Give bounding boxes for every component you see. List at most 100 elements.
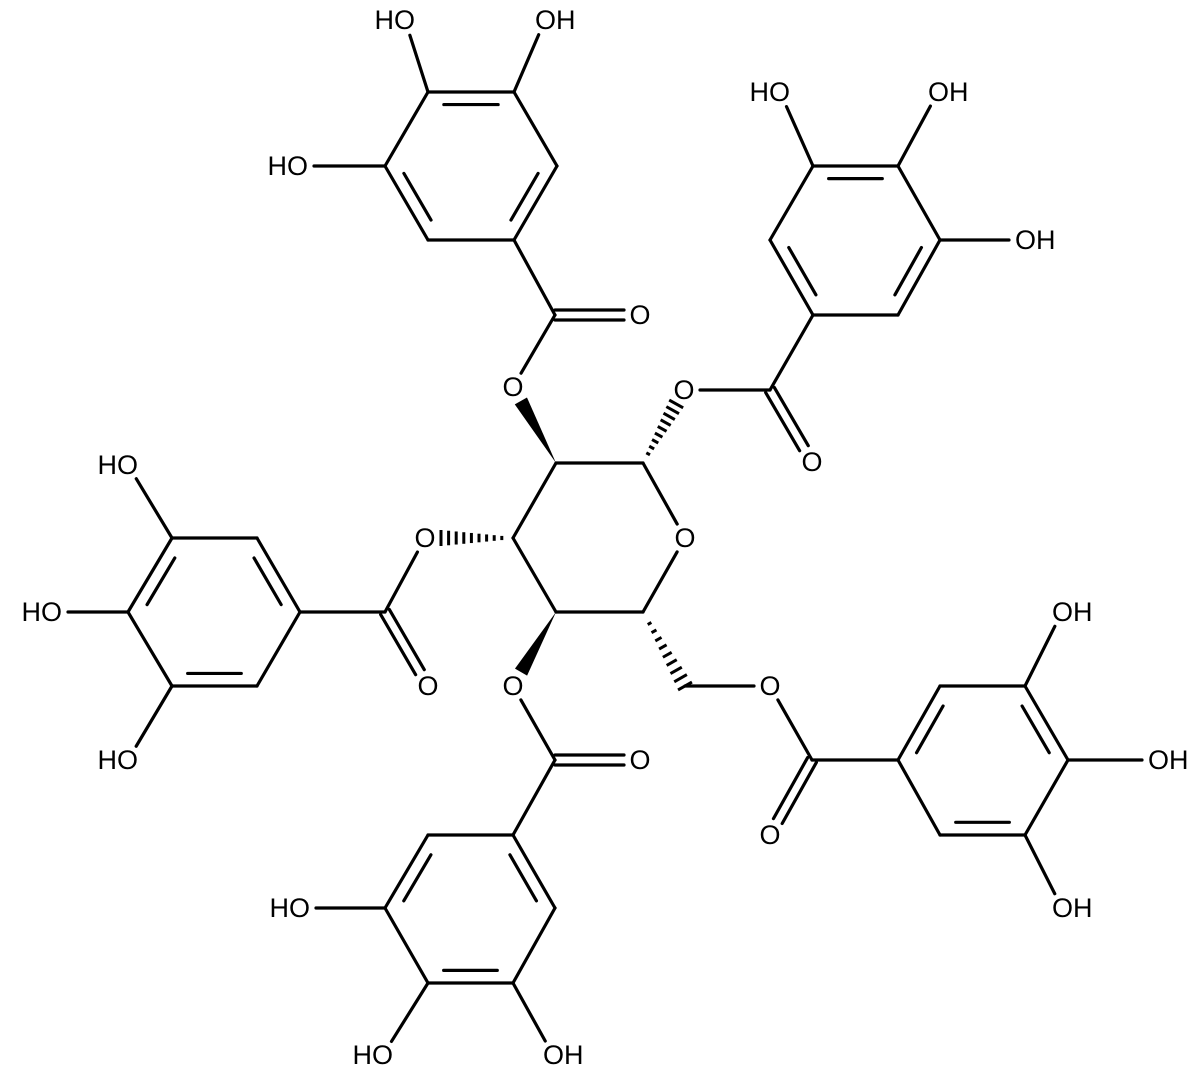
hydroxyl-label: OH: [535, 5, 576, 35]
single-bond: [511, 981, 547, 1043]
single-bond: [511, 758, 557, 837]
hashed-bond: [662, 650, 673, 659]
single-bond: [134, 477, 174, 540]
hashed-bond: [657, 425, 668, 433]
hashed-bond: [659, 418, 672, 427]
carbonyl-double-bond: [772, 385, 810, 448]
ring-bond: [896, 164, 942, 242]
aromatic-double-bond: [252, 556, 283, 607]
hydroxyl-label: OH: [543, 1040, 584, 1070]
ring-bond: [768, 238, 815, 317]
aromatic-double-bond: [787, 245, 818, 297]
hydroxyl-label: HO: [98, 450, 139, 480]
ring-bond: [383, 90, 430, 168]
hashed-bond: [673, 673, 688, 684]
bonds: [66, 33, 1144, 1044]
carbonyl-double-bond: [780, 760, 818, 826]
oxygen-label: O: [801, 447, 822, 477]
oxygen-label: O: [417, 671, 438, 701]
single-bond: [519, 698, 557, 762]
hashed-bond: [648, 444, 655, 451]
ring-bond: [255, 610, 302, 688]
hydroxyl-label: HO: [750, 77, 791, 107]
carbonyl-double-bond: [764, 390, 802, 453]
ring-bond: [126, 610, 174, 688]
oxygen-label: O: [502, 372, 523, 402]
carbonyl-double-bond: [771, 755, 810, 821]
hashed-bond: [669, 665, 683, 675]
oxygen-label: O: [502, 671, 523, 701]
single-bond: [641, 550, 679, 614]
hydroxyl-label: HO: [353, 1040, 394, 1070]
hashed-bond: [677, 680, 693, 692]
hashed-bond: [646, 621, 653, 626]
hydroxyl-label: OH: [1015, 225, 1056, 255]
oxygen-label: O: [414, 523, 435, 553]
aromatic-double-bond: [145, 556, 177, 607]
single-bond: [383, 550, 419, 614]
single-bond: [641, 461, 679, 526]
single-bond: [896, 104, 932, 168]
ring-bond: [896, 684, 942, 762]
ring-bond: [383, 906, 430, 985]
aromatic-double-bond: [402, 171, 433, 222]
hydroxyl-label: HO: [270, 893, 311, 923]
ring-bond: [896, 758, 942, 837]
single-bond: [776, 698, 814, 762]
hashed-bond: [668, 398, 684, 410]
single-bond: [784, 105, 815, 168]
single-bond: [389, 981, 430, 1044]
single-bond: [134, 684, 174, 748]
hydroxyl-label: OH: [1052, 597, 1093, 627]
aromatic-double-bond: [509, 171, 540, 222]
aromatic-double-bond: [893, 245, 924, 297]
ring-bond: [511, 906, 557, 985]
hydroxyl-label: HO: [98, 745, 139, 775]
ring-bond: [512, 164, 559, 242]
ring-bond: [768, 164, 815, 242]
wedge-bond: [514, 612, 556, 676]
single-bond: [512, 238, 557, 317]
single-bond: [519, 313, 557, 375]
hashed-bond: [651, 438, 660, 445]
oxygen-label: O: [759, 820, 780, 850]
aromatic-double-bond: [1020, 704, 1051, 755]
hashed-bond: [654, 636, 663, 643]
single-bond: [1023, 833, 1057, 896]
hashed-bond: [662, 411, 676, 421]
ring-bond: [511, 833, 557, 910]
ring-bond: [383, 833, 430, 910]
oxygen-label: O: [759, 671, 780, 701]
oxygen-label: O: [629, 745, 650, 775]
hashed-bond: [658, 643, 668, 651]
hydroxyl-label: OH: [1052, 893, 1093, 923]
hashed-bond: [665, 658, 678, 667]
oxygen-label: O: [674, 523, 695, 553]
single-bond: [511, 461, 558, 540]
hydroxyl-label: HO: [22, 597, 63, 627]
wedge-bond: [514, 397, 556, 463]
hashed-bond: [654, 431, 664, 439]
hydroxyl-label: OH: [1148, 745, 1189, 775]
ring-bond: [126, 536, 174, 614]
oxygen-label: O: [629, 300, 650, 330]
single-bond: [768, 313, 815, 392]
hydroxyl-label: HO: [268, 151, 309, 181]
hashed-bond: [665, 405, 680, 416]
single-bond: [512, 33, 541, 94]
hydroxyl-label: HO: [375, 5, 416, 35]
aromatic-double-bond: [508, 853, 539, 903]
hydroxyl-label: OH: [928, 77, 969, 107]
oxygen-label: O: [673, 375, 694, 405]
hashed-bond: [650, 628, 658, 635]
aromatic-double-bond: [914, 704, 945, 755]
single-bond: [408, 33, 430, 94]
single-bond: [1023, 624, 1057, 688]
ring-bond: [1023, 758, 1070, 837]
ring-bond: [1023, 684, 1070, 762]
ring-bond: [383, 164, 430, 242]
ring-bond: [896, 238, 942, 317]
aromatic-double-bond: [402, 853, 433, 903]
